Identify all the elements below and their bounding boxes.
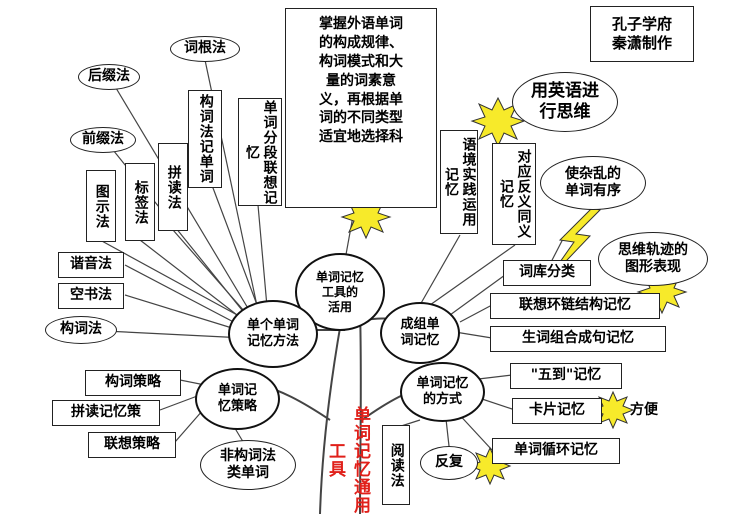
box-sentence: 生词组合成句记忆: [490, 326, 666, 352]
box-cycle: 单词循环记忆: [492, 438, 620, 464]
box-spelling-strategy: 拼读记忆策: [52, 400, 160, 426]
box-air-write: 空书法: [58, 283, 124, 309]
box-bank: 词库分类: [503, 260, 591, 286]
box-suffix: 后缀法: [78, 64, 140, 90]
oval-tool: 单词记忆 工具的 活用: [295, 253, 385, 331]
oval-strategy: 单词记 忆策略: [195, 368, 280, 430]
oval-method: 单词记忆 的方式: [400, 362, 485, 422]
oval-group: 成组单 词记忆: [380, 302, 460, 364]
callout-graph: 思维轨迹的 图形表现: [598, 232, 708, 286]
box-card: 卡片记忆: [512, 398, 602, 424]
box-context: 语境实践运用记忆: [440, 130, 478, 234]
box-prefix: 前缀法: [70, 127, 136, 153]
box-formation-strategy: 构词策略: [85, 370, 181, 396]
center-description: 掌握外语单词 的构成规律、 构词模式和大 量的词素意 义，再根据单 词的不同类型…: [285, 8, 437, 208]
box-word-form: 构词法记单词: [188, 90, 222, 188]
callout-repeat: 反复: [420, 446, 478, 480]
box-association-strategy: 联想策略: [88, 432, 176, 458]
callout-order: 使杂乱的 单词有序: [540, 156, 646, 210]
box-chain: 联想环链结构记忆: [490, 293, 660, 319]
box-label: 标签法: [125, 163, 155, 241]
box-read: 阅读法: [382, 425, 410, 505]
box-word-formation: 构词法: [45, 316, 117, 344]
box-five: "五到"记忆: [510, 363, 622, 389]
box-antonym: 对应反义同义记忆: [492, 143, 536, 245]
callout-english: 用英语进 行思维: [512, 72, 618, 132]
box-spell: 拼读法: [158, 143, 188, 231]
box-non-formation: 非构词法 类单词: [200, 440, 296, 490]
box-picture: 图示法: [86, 170, 116, 242]
trunk-label: 单词记忆通用工具: [325, 405, 370, 514]
oval-single: 单个单词 记忆方法: [228, 300, 318, 368]
credit-box: 孔子学府 秦潇制作: [590, 6, 694, 62]
box-homophone: 谐音法: [58, 252, 124, 278]
box-segment: 单词分段联想记忆: [238, 98, 282, 206]
box-root: 词根法: [170, 36, 240, 62]
callout-convenient: 方便: [630, 402, 658, 418]
